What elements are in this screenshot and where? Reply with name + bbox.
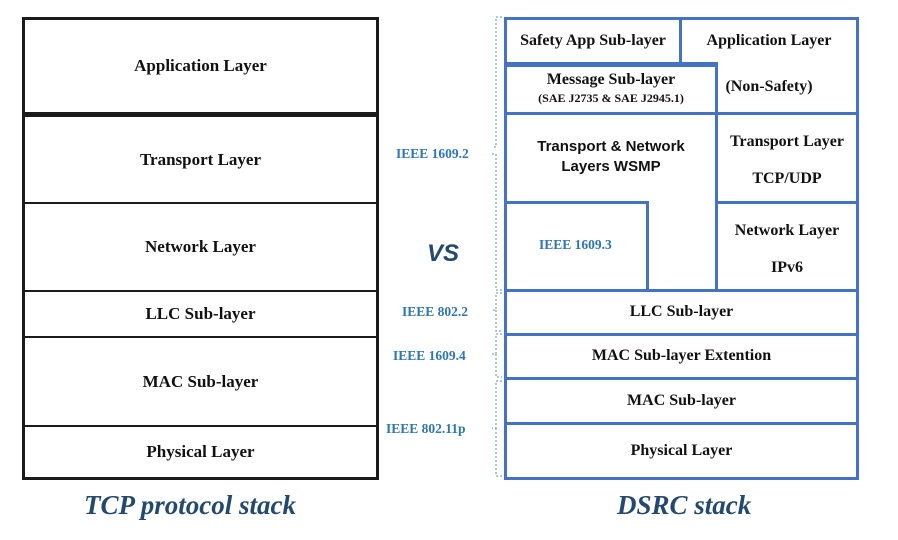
ieee-802-11p-label: IEEE 802.11p	[386, 421, 466, 436]
tcp-transport-layer: Transport Layer	[22, 117, 379, 204]
dsrc-mac-label: MAC Sub-layer	[627, 391, 736, 409]
bracket-ieee-802-2	[492, 292, 502, 332]
dsrc-network-title: Network Layer	[734, 222, 840, 239]
dsrc-network-layer: Network Layer IPv6	[715, 201, 859, 292]
tcp-application-layer: Application Layer	[22, 17, 379, 117]
bracket-ieee-1609-2	[492, 16, 502, 291]
ieee-1609-2-label: IEEE 1609.2	[396, 146, 469, 161]
tcp-physical-layer-label: Physical Layer	[146, 442, 255, 462]
vs-label: VS	[427, 240, 460, 267]
bracket-ieee-1609-4	[492, 333, 502, 378]
dsrc-application-title: Application Layer	[706, 32, 832, 49]
bracket-ieee-802-11p	[492, 380, 502, 477]
dsrc-message-title: Message Sub-layer	[546, 71, 676, 88]
ieee-802-2-label: IEEE 802.2	[402, 304, 469, 319]
dsrc-message-standards: (SAE J2735 & SAE J2945.1)	[538, 91, 684, 105]
dsrc-message-sublayer: Message Sub-layer (SAE J2735 & SAE J2945…	[504, 62, 718, 115]
tcp-stack-caption: TCP protocol stack	[84, 490, 296, 520]
tcp-mac-sublayer-label: MAC Sub-layer	[142, 371, 259, 391]
tcp-application-layer-label: Application Layer	[134, 56, 267, 76]
tcp-physical-layer: Physical Layer	[22, 427, 379, 480]
dsrc-safety-app-label: Safety App Sub-layer	[520, 31, 666, 49]
dsrc-physical-layer: Physical Layer	[504, 422, 859, 480]
tcp-llc-sublayer-label: LLC Sub-layer	[145, 304, 256, 324]
standard-brackets	[492, 16, 502, 477]
dsrc-non-safety-label: (Non-Safety)	[725, 78, 813, 95]
tcp-llc-sublayer: LLC Sub-layer	[22, 292, 379, 338]
dsrc-ieee-1609-3-label: IEEE 1609.3	[539, 237, 612, 252]
dsrc-mac-extension: MAC Sub-layer Extention	[504, 333, 859, 380]
dsrc-llc-label: LLC Sub-layer	[629, 303, 734, 321]
dsrc-wsmp-label: Transport & Network Layers WSMP	[537, 138, 685, 175]
dsrc-ieee-1609-3-cell: IEEE 1609.3	[504, 201, 649, 292]
tcp-network-layer-label: Network Layer	[145, 237, 256, 257]
dsrc-llc-sublayer: LLC Sub-layer	[504, 289, 859, 336]
tcp-mac-sublayer: MAC Sub-layer	[22, 338, 379, 427]
dsrc-transport-protocol: TCP/UDP	[752, 170, 822, 187]
dsrc-mac-extension-label: MAC Sub-layer Extention	[591, 347, 772, 365]
dsrc-transport-layer: Transport Layer TCP/UDP	[715, 112, 859, 204]
dsrc-stack-caption: DSRC stack	[617, 490, 752, 520]
tcp-stack: Application Layer Transport Layer Networ…	[22, 17, 379, 480]
dsrc-network-protocol: IPv6	[771, 259, 803, 276]
dsrc-safety-app-sublayer: Safety App Sub-layer	[504, 17, 682, 65]
tcp-transport-layer-label: Transport Layer	[139, 149, 262, 169]
dsrc-mac-sublayer: MAC Sub-layer	[504, 377, 859, 425]
dsrc-physical-label: Physical Layer	[630, 441, 733, 459]
dsrc-transport-title: Transport Layer	[730, 133, 844, 150]
tcp-network-layer: Network Layer	[22, 204, 379, 292]
ieee-1609-4-label: IEEE 1609.4	[393, 348, 466, 363]
